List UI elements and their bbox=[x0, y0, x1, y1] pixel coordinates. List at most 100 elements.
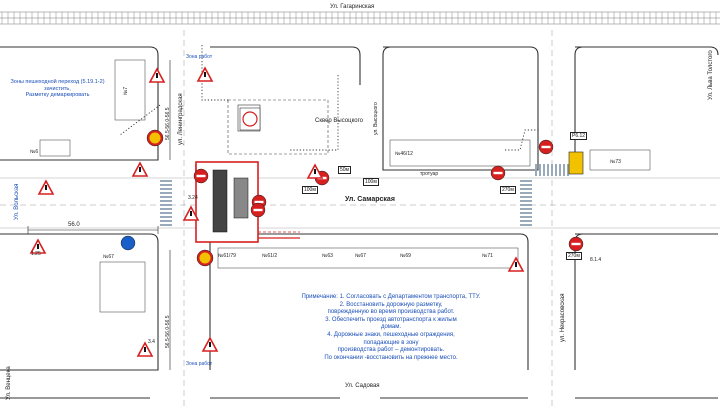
note-line: Примечание: 1. Согласовать с Департамент… bbox=[301, 294, 481, 300]
crosswalk-stripe bbox=[160, 224, 172, 226]
street-far-right-label: Ул. Льва Толстого bbox=[708, 50, 714, 100]
crosswalk-stripe bbox=[160, 212, 172, 214]
house-bottom-4: №67 bbox=[355, 253, 366, 259]
sign-code-3: 8.1.4 bbox=[590, 257, 602, 263]
house-right: №73 bbox=[610, 159, 621, 165]
warning-glyph bbox=[156, 73, 158, 78]
crosswalk-stripe bbox=[520, 180, 532, 182]
no-entry-bar bbox=[541, 145, 551, 149]
note-line: 4. Дорожные знаки, пешеходные ограждения… bbox=[327, 331, 455, 338]
crosswalk-stripe bbox=[520, 204, 532, 206]
note-line: 2. Восстановить дорожную разметку, bbox=[339, 301, 443, 308]
zone-bottom-label: Зона работ bbox=[186, 361, 213, 367]
house-bottom-1: №61/79 bbox=[218, 253, 236, 259]
note-line: попадающие в зону bbox=[363, 339, 419, 346]
crosswalk-stripe bbox=[520, 184, 532, 186]
warning-glyph bbox=[190, 211, 192, 216]
info-signs bbox=[120, 107, 584, 267]
dimension-bottom-vert-label: 56.5-56.0-56.5 bbox=[165, 315, 171, 348]
house-bottom-2: №61/2 bbox=[262, 253, 278, 259]
crosswalk-stripe bbox=[563, 164, 565, 176]
note-line: домам. bbox=[380, 324, 402, 331]
distance-plate-3: 270м bbox=[500, 186, 516, 194]
crosswalk-stripe bbox=[160, 188, 172, 190]
rail-ties bbox=[1, 12, 717, 24]
warning-glyph bbox=[204, 72, 206, 77]
crosswalk-stripe bbox=[160, 216, 172, 218]
note-line: производства работ – демонтировать. bbox=[337, 347, 445, 354]
no-entry-signs bbox=[193, 139, 584, 252]
house-center-top: №46/12 bbox=[395, 151, 413, 157]
note-line: поврежденную во время производства работ… bbox=[327, 309, 455, 316]
rail-line bbox=[0, 11, 720, 25]
callout-line: Разметку демаркировать bbox=[25, 92, 90, 98]
distance-plate-4: 270м bbox=[566, 252, 582, 260]
street-top-label: Ул. Гагаринская bbox=[330, 4, 375, 10]
house-bottom-5: №69 bbox=[400, 253, 411, 259]
crosswalk-stripe bbox=[160, 208, 172, 210]
street-vysotsky-small-label: ул. Высоцкого bbox=[373, 102, 379, 135]
sign-left-code: 3.24 bbox=[188, 195, 198, 201]
crosswalk-stripe bbox=[567, 164, 569, 176]
street-bottom-label: Ул. Садовая bbox=[345, 383, 380, 389]
dimension-top-vert-label: 56.5-56.0-56.5 bbox=[165, 107, 171, 140]
fence-line bbox=[119, 45, 540, 151]
warning-glyph bbox=[37, 244, 39, 249]
sign-code-2: 3.4 bbox=[148, 339, 155, 345]
crosswalk-stripe bbox=[539, 164, 541, 176]
crosswalk-stripe bbox=[520, 224, 532, 226]
crosswalk-stripe bbox=[520, 200, 532, 202]
street-main-label: Ул. Самарская bbox=[345, 196, 395, 203]
crosswalk-stripe bbox=[520, 212, 532, 214]
crosswalk-stripe bbox=[543, 164, 545, 176]
no-entry-bar bbox=[571, 242, 581, 246]
warning-signs bbox=[29, 66, 525, 357]
crosswalk-callout: Зоны пешеходной переход (5.19.1-2) зачис… bbox=[10, 79, 105, 99]
warning-glyph bbox=[144, 347, 146, 352]
road-edges bbox=[0, 177, 720, 229]
crosswalk-stripe bbox=[160, 192, 172, 194]
house-left-mid: №67 bbox=[103, 254, 114, 260]
crosswalk-stripe bbox=[520, 196, 532, 198]
warning-glyph bbox=[314, 169, 316, 174]
work-zone bbox=[195, 161, 300, 243]
distance-plate-1: 100м bbox=[302, 186, 318, 194]
buildings bbox=[39, 59, 651, 313]
crosswalk-stripe bbox=[535, 164, 537, 176]
house-bottom-6: №71 bbox=[482, 253, 493, 259]
crosswalk-stripe bbox=[520, 208, 532, 210]
crosswalk-stripe bbox=[160, 204, 172, 206]
house-left-low: №7 bbox=[123, 86, 129, 95]
crosswalk-stripe bbox=[559, 164, 561, 176]
distance-plate-6: P6.12 bbox=[570, 132, 588, 140]
crosswalk-stripe bbox=[551, 164, 553, 176]
plan-notes: Примечание: 1. Согласовать с Департамент… bbox=[276, 294, 506, 362]
house-left-top: №6 bbox=[30, 149, 39, 155]
crosswalk-stripe bbox=[555, 164, 557, 176]
street-left-short-label: Ул. Вольская bbox=[14, 183, 20, 220]
callout-line: Зоны пешеходной переход (5.19.1-2) bbox=[10, 79, 105, 85]
no-entry-bar bbox=[254, 200, 264, 204]
note-line: 3. Обеспечить проезд автотранспорта к жи… bbox=[325, 316, 457, 323]
crosswalk-stripe bbox=[160, 196, 172, 198]
street-left-vertical-label: ул. Ленинградская bbox=[178, 93, 184, 145]
dimension-left-label: 56.0 bbox=[68, 222, 80, 228]
warning-glyph bbox=[209, 342, 211, 347]
dimensions bbox=[27, 60, 171, 370]
sidewalk-label: тротуар bbox=[420, 171, 439, 177]
sign-code-1: 1.25 bbox=[31, 251, 41, 257]
crosswalk-stripe bbox=[160, 180, 172, 182]
crosswalk-stripe bbox=[160, 184, 172, 186]
crosswalk-stripe bbox=[520, 188, 532, 190]
street-far-left-label: Ул. Венцека bbox=[6, 366, 12, 400]
house-bottom-3: №63 bbox=[322, 253, 333, 259]
warning-glyph bbox=[139, 167, 141, 172]
zone-top-label: Зона работ bbox=[186, 54, 213, 60]
note-line: По окончании -восстановить на прежнее ме… bbox=[324, 354, 458, 361]
no-entry-bar bbox=[493, 171, 503, 175]
crosswalk-stripe bbox=[547, 164, 549, 176]
warning-glyph bbox=[45, 185, 47, 190]
street-right-vertical-label: ул. Некрасовская bbox=[560, 293, 566, 342]
square-label: Сквер Высоцкого bbox=[315, 118, 363, 124]
